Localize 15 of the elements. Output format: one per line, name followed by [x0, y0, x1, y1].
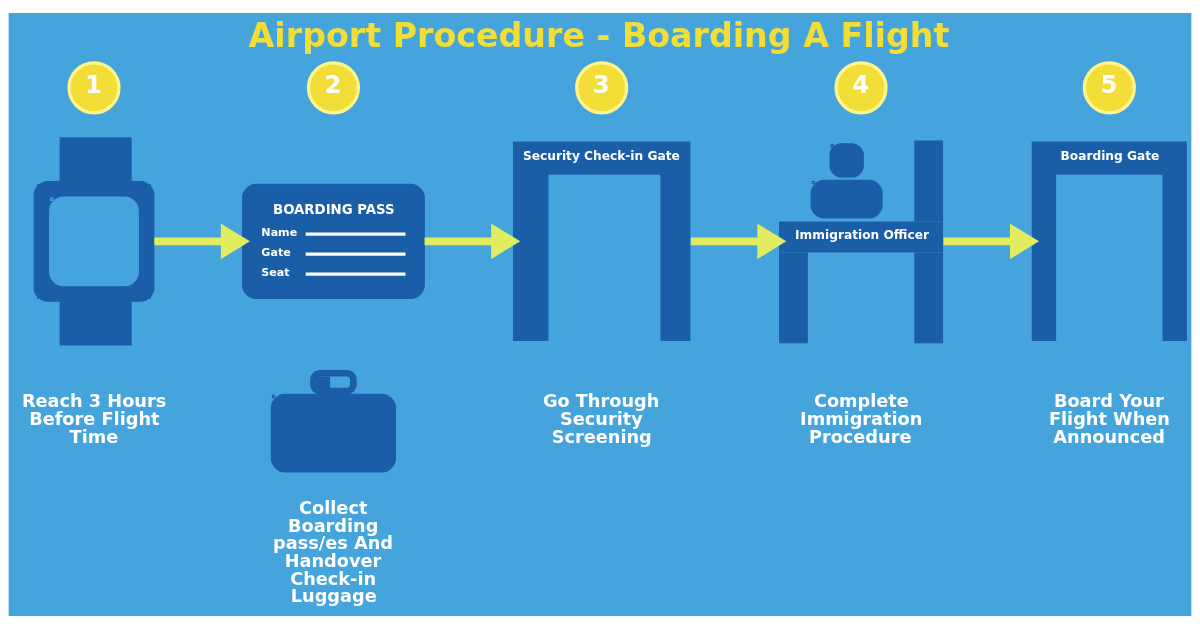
arrow	[154, 223, 250, 259]
node-label: Reach 3 Hours Before Flight Time	[21, 390, 167, 447]
node-circle: 5	[1082, 60, 1136, 114]
arrow	[424, 223, 521, 259]
node-label: Board Your Flight When Announced	[1048, 390, 1170, 447]
node-circle: 1	[67, 60, 121, 114]
node-circle: 4	[834, 60, 888, 114]
arrow	[943, 223, 1040, 259]
node-label: Complete Immigration Procedure	[800, 390, 923, 447]
node-circle: 2	[306, 60, 361, 114]
diagram-title: Airport Procedure - Boarding A Flight	[248, 15, 950, 55]
node-circle: 3	[575, 60, 629, 114]
arrow	[690, 223, 787, 259]
node-label: Collect Boarding pass/es And Handover Check-in Luggage	[273, 497, 393, 606]
node-label: Go Through Security Screening	[542, 390, 660, 447]
